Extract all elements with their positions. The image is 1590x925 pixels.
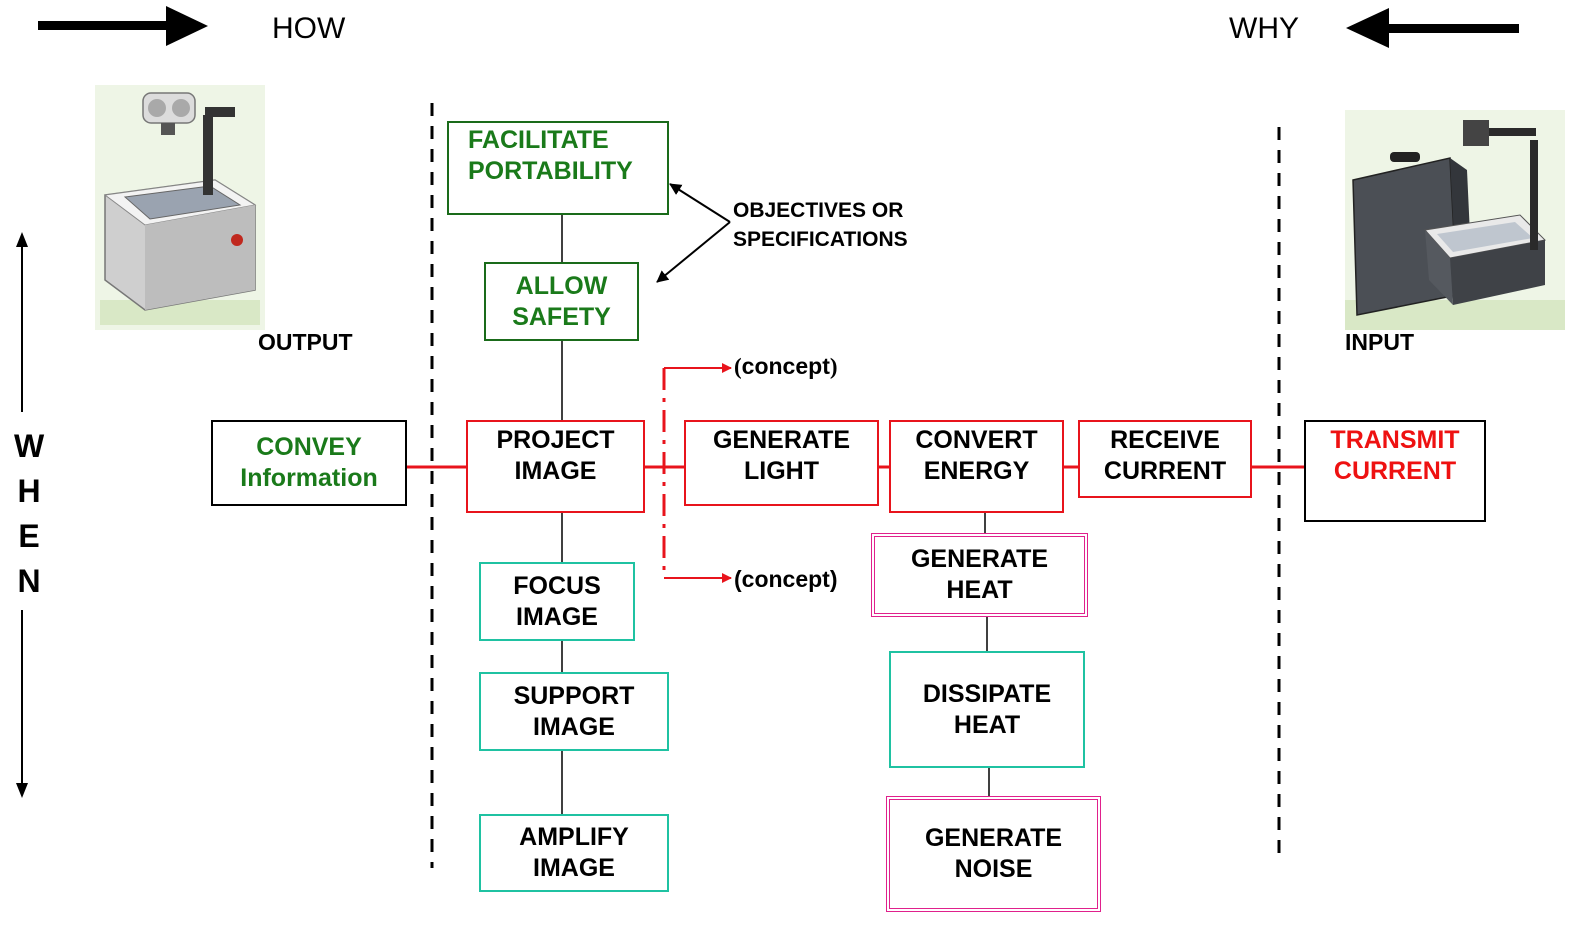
output-label: OUTPUT [258,329,353,355]
when-label: W H E N [14,424,44,604]
concept-label-lower: (concept) [734,566,838,592]
allow-safety-box: ALLOW SAFETY [484,262,639,341]
when-letter: E [18,518,40,554]
convert-energy-box: CONVERT ENERGY [889,420,1064,513]
generate-light-box: GENERATE LIGHT [684,420,879,506]
overhead-projector-image [95,85,265,330]
function-connectors [561,214,990,815]
why-label: WHY [1229,12,1299,45]
support-image-box: SUPPORT IMAGE [479,672,669,751]
amplify-image-box: AMPLIFY IMAGE [479,814,669,892]
how-arrow-icon [38,6,208,46]
input-label: INPUT [1345,329,1414,355]
receive-current-box: RECEIVE CURRENT [1078,420,1252,498]
concept-label-upper: (concept) [734,353,838,379]
when-letter: N [17,563,41,599]
why-arrow-icon [1346,8,1519,48]
when-letter: H [17,473,41,509]
transmit-current-box: TRANSMIT CURRENT [1304,420,1486,522]
generate-heat-box: GENERATE HEAT [871,533,1088,617]
focus-image-box: FOCUS IMAGE [479,562,635,641]
concept-branch [662,363,732,583]
facilitate-portability-box: FACILITATE PORTABILITY [447,121,669,215]
when-letter: W [14,428,45,464]
dissipate-heat-box: DISSIPATE HEAT [889,651,1085,768]
project-image-box: PROJECT IMAGE [466,420,645,513]
objectives-label: OBJECTIVES OR SPECIFICATIONS [733,199,908,251]
when-arrow-icon [16,232,28,798]
objectives-pointer [656,183,731,283]
portable-projector-image [1345,110,1565,330]
how-label: HOW [272,12,346,45]
generate-noise-box: GENERATE NOISE [886,796,1101,912]
convey-information-box: CONVEY Information [211,420,407,506]
